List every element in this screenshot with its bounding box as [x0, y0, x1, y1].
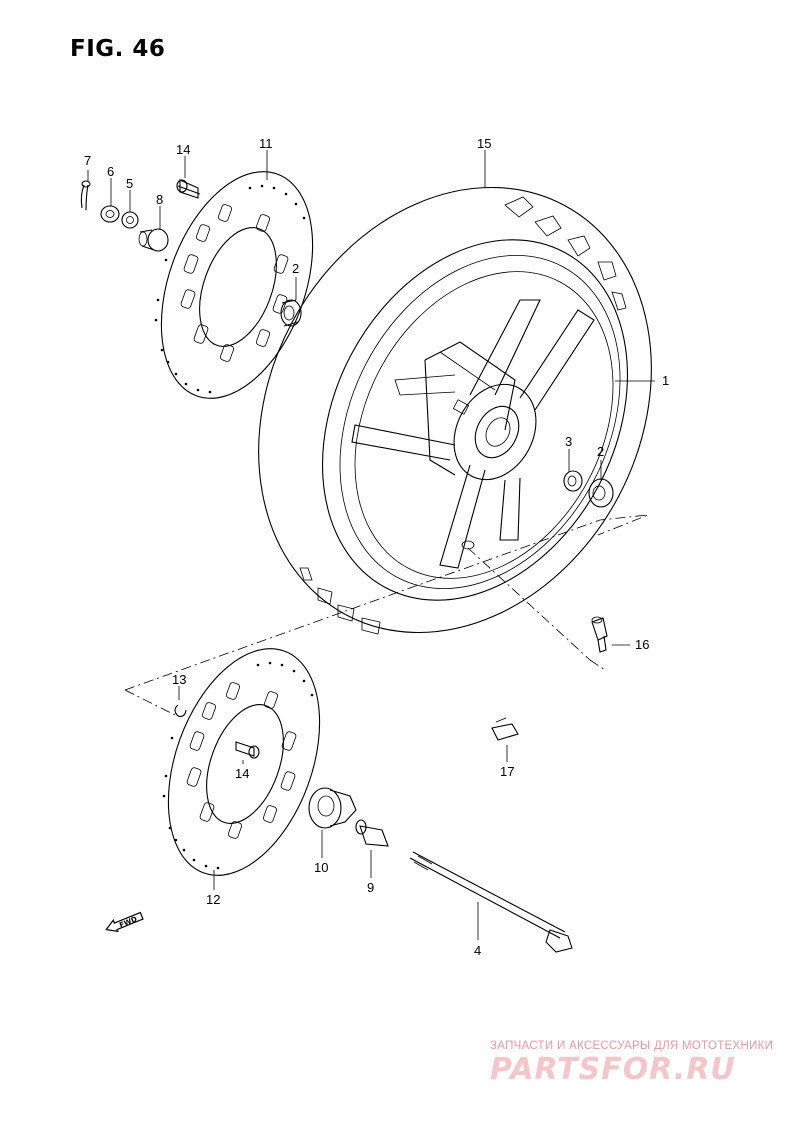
- callout-6: 6: [107, 164, 114, 179]
- callout-16: 16: [635, 637, 649, 652]
- callout-3: 3: [565, 434, 572, 449]
- speedometer-gearbox-part: [308, 787, 357, 829]
- upper-brake-disc: [154, 171, 314, 399]
- callout-13: 13: [172, 672, 186, 687]
- callout-14-upper: 14: [176, 142, 190, 157]
- tire-outline: [258, 186, 652, 634]
- front-axle-part: [409, 851, 573, 953]
- wheel-spokes: [351, 299, 595, 569]
- bearing-part-upper: [280, 299, 302, 327]
- bearing-part-right: [588, 478, 614, 508]
- tread-pattern: [299, 196, 627, 635]
- rim-outer-edge: [322, 239, 628, 601]
- callout-12: 12: [206, 892, 220, 907]
- cotter-pin-part: [80, 180, 91, 211]
- axle-collar-part: [355, 819, 389, 847]
- callout-2-right: 2: [597, 444, 604, 459]
- rim-inner-lip: [354, 271, 614, 579]
- tire-valve-part: [591, 616, 608, 653]
- callout-5: 5: [126, 176, 133, 191]
- circlip-part: [174, 704, 187, 717]
- watermark-caption: ЗАПЧАСТИ И АКСЕССУАРЫ ДЛЯ МОТОТЕХНИКИ: [490, 1040, 774, 1052]
- washer-part: [121, 211, 139, 229]
- callout-labels: 7 6 5 8 14 11 15 2 1 3 2 16 13 14 17 10 …: [84, 136, 669, 958]
- callout-10: 10: [314, 860, 328, 875]
- callout-8: 8: [156, 192, 163, 207]
- lower-brake-disc: [162, 648, 321, 876]
- wheel-hub: [424, 341, 537, 481]
- callout-11: 11: [259, 136, 273, 151]
- callout-9: 9: [367, 880, 374, 895]
- front-wheel-assembly: [258, 186, 652, 635]
- callout-2-upper: 2: [292, 261, 299, 276]
- fwd-label: FWD: [118, 915, 138, 929]
- disc-bolt-part-lower: [235, 741, 260, 759]
- callout-15: 15: [477, 136, 491, 151]
- center-spacer-part: [563, 470, 583, 492]
- leader-lines: [87, 150, 655, 940]
- callout-4: 4: [474, 943, 481, 958]
- callout-1: 1: [662, 373, 669, 388]
- castle-nut-part: [100, 205, 120, 223]
- alignment-dash-lines: [124, 514, 649, 716]
- callout-7: 7: [84, 153, 91, 168]
- balance-weight-part: [491, 717, 519, 741]
- fwd-arrow-icon: FWD: [105, 911, 144, 933]
- spacer-part: [138, 228, 169, 252]
- disc-bolt-part: [176, 179, 201, 199]
- callout-17: 17: [500, 764, 514, 779]
- figure-title: FIG. 46: [70, 36, 166, 62]
- watermark-logo: PARTSFOR.RU: [490, 1052, 736, 1087]
- callout-14-lower: 14: [235, 766, 249, 781]
- valve-hole: [461, 540, 475, 550]
